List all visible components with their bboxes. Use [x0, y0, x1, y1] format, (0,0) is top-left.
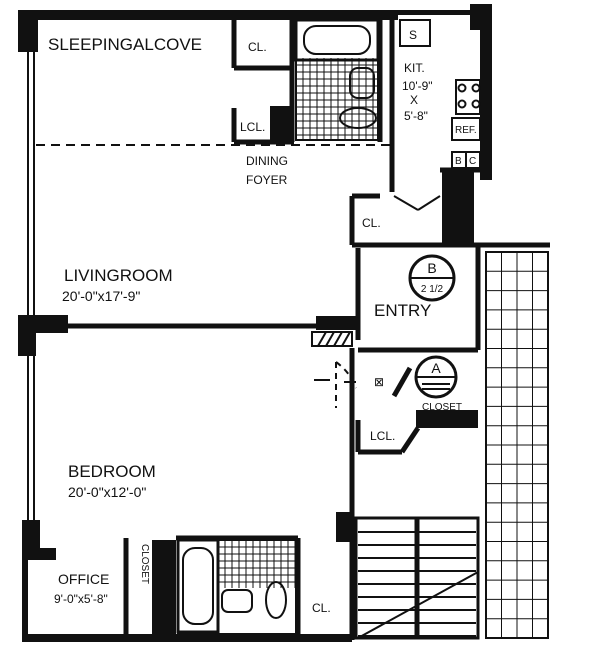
burner — [457, 99, 467, 109]
kitchen-dim-x: X — [410, 93, 418, 107]
hatch — [341, 331, 351, 347]
bathroom-lower — [176, 538, 297, 635]
door-swing — [335, 361, 357, 389]
wall-block — [442, 172, 474, 244]
wall-segment — [22, 560, 28, 640]
kitchen — [399, 19, 481, 169]
sink-fixture — [399, 19, 431, 47]
wall-segment — [480, 30, 492, 180]
cabinet-c-label: C — [469, 156, 476, 167]
wall-segment — [18, 10, 398, 20]
closet-label: CL. — [248, 40, 267, 54]
partition — [399, 426, 421, 454]
burner — [471, 83, 481, 93]
window-lines — [27, 50, 35, 520]
doors: ⊠ — [314, 195, 441, 408]
refrigerator-box — [451, 117, 481, 141]
wall-segment — [18, 315, 68, 333]
room-label-kitchen: KIT. — [404, 61, 425, 75]
refrigerator-label: REF. — [455, 125, 477, 136]
burner — [457, 83, 467, 93]
wall-block — [152, 540, 176, 636]
hatch — [317, 331, 327, 347]
marker-b-letter: B — [427, 260, 436, 276]
wall-block — [416, 410, 478, 428]
stairs — [354, 516, 480, 640]
kitchen-dim-2: 5'-8" — [404, 109, 428, 123]
cabinet-b-label: B — [455, 156, 462, 167]
room-label-living-room: LIVINGROOM — [64, 266, 173, 285]
hatch — [325, 331, 335, 347]
living-room-dims: 20'-0"x17'-9" — [62, 288, 140, 304]
room-label-entry: ENTRY — [374, 301, 431, 320]
room-label-office: OFFICE — [58, 571, 109, 587]
toilet — [265, 581, 287, 619]
wall-block — [316, 316, 358, 330]
sink-basin — [221, 589, 253, 613]
burner — [471, 99, 481, 109]
wall-segment — [22, 634, 352, 642]
closet-label-office: CLOSET — [139, 544, 150, 584]
hatched-column — [311, 331, 353, 347]
marker-b: B 2 1/2 — [408, 254, 456, 302]
sink-basin — [349, 67, 375, 99]
wall-segment — [398, 10, 478, 15]
bathtub-basin — [303, 25, 371, 55]
closet-label: CL. — [312, 601, 331, 615]
switch-symbol: ⊠ — [374, 375, 384, 389]
closet-label: CL. — [362, 216, 381, 230]
room-label-sleeping-alcove: SLEEPINGALCOVE — [48, 35, 202, 54]
closet-label: LCL. — [240, 120, 265, 134]
door-leaf — [417, 195, 441, 211]
office-dims: 9'-0"x5'-8" — [54, 592, 108, 606]
door-leaf — [393, 195, 419, 211]
sink-label: S — [409, 28, 417, 42]
wall-block — [336, 512, 354, 542]
wall-segment — [470, 4, 492, 30]
wall-block — [270, 106, 294, 144]
closet-label: LCL. — [370, 429, 395, 443]
door-leaf — [391, 366, 413, 398]
room-label-dining: DINING — [246, 154, 288, 168]
wall-segment — [18, 10, 38, 52]
exterior-walls — [18, 4, 492, 642]
interior-walls — [36, 20, 550, 640]
bedroom-dims: 20'-0"x12'-0" — [68, 484, 146, 500]
bathtub-basin — [182, 547, 214, 625]
kitchen-dim-1: 10'-9" — [402, 79, 433, 93]
closet-label-hall: CLOSET — [422, 402, 462, 413]
room-label-foyer: FOYER — [246, 173, 288, 187]
cabinet-c — [465, 151, 481, 169]
room-label-bedroom: BEDROOM — [68, 462, 156, 481]
hatch — [333, 331, 343, 347]
marker-b-fraction: 2 1/2 — [421, 284, 444, 295]
wall-segment — [22, 548, 56, 560]
labels: SLEEPINGALCOVE CL. LCL. DINING FOYER CL.… — [48, 28, 477, 615]
marker-a: A — [414, 355, 458, 399]
marker-a-letter: A — [431, 360, 441, 376]
